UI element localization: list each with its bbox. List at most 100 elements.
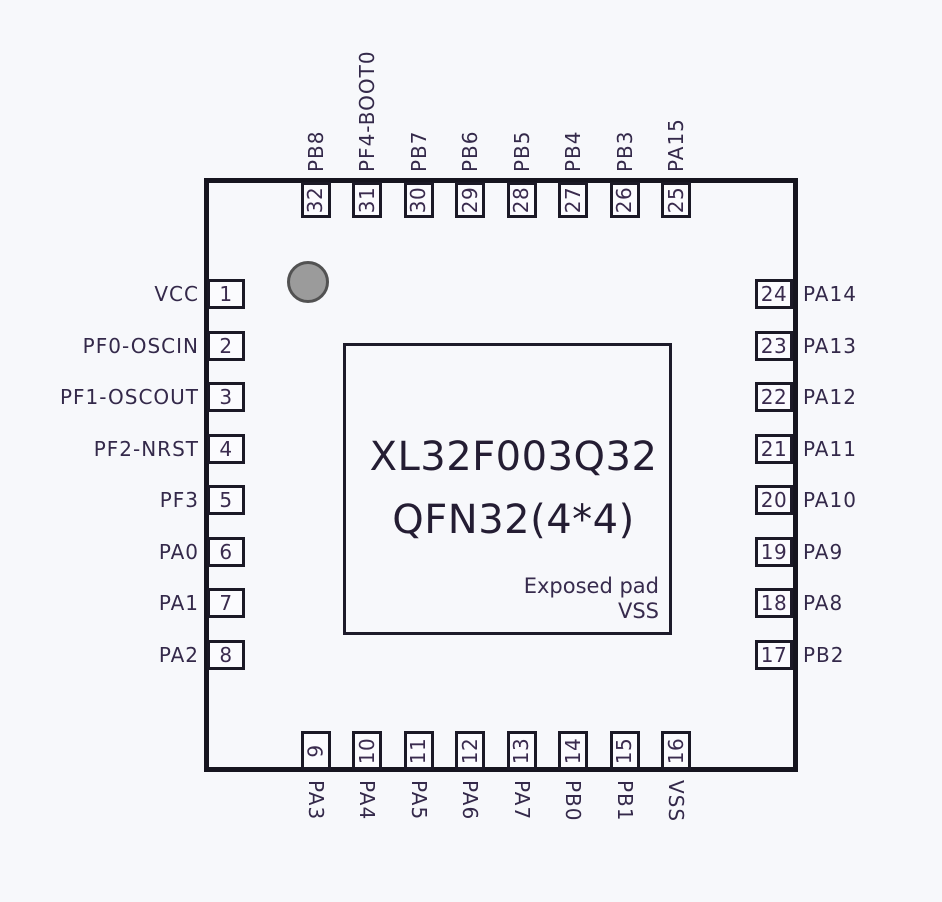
pin-5-label: PF3 xyxy=(159,488,199,512)
pin-14-number: 14 xyxy=(561,737,586,764)
part-number-text: XL32F003Q32 xyxy=(369,434,658,480)
pin1-marker-dot xyxy=(287,261,329,303)
pin-5-box: 5 xyxy=(207,485,245,515)
pin-32-box: 32 xyxy=(300,182,331,218)
pin-14-box: 14 xyxy=(558,731,588,770)
pin-7-number: 7 xyxy=(219,591,233,615)
pin-13-box: 13 xyxy=(506,731,537,770)
pin-8-number: 8 xyxy=(219,642,233,667)
pin-7-box: 7 xyxy=(207,588,245,618)
pin-24-number: 24 xyxy=(760,282,788,306)
pin-10-label: PA4 xyxy=(355,780,379,821)
exposed-pad-note: Exposed pad VSS xyxy=(524,574,659,624)
pin-23-box: 23 xyxy=(755,330,793,361)
pin-9-number: 9 xyxy=(303,743,328,758)
pin-28-box: 28 xyxy=(506,182,537,218)
pin-19-label: PA9 xyxy=(803,539,844,564)
pin-3-number: 3 xyxy=(219,385,233,409)
pin-21-label: PA11 xyxy=(803,436,857,461)
chip-package-outline xyxy=(204,178,798,772)
pin-1-number: 1 xyxy=(219,282,233,306)
pin-12-box: 12 xyxy=(455,731,485,770)
pin-29-box: 29 xyxy=(455,182,485,218)
pin-11-box: 11 xyxy=(403,731,434,770)
pin-21-number: 21 xyxy=(760,436,788,461)
pin-13-label: PA7 xyxy=(509,780,534,821)
pin-29-number: 29 xyxy=(458,186,483,214)
die-inner-outline: XL32F003Q32 QFN32(4*4) Exposed pad VSS xyxy=(343,343,672,635)
pin-3-box: 3 xyxy=(207,382,245,412)
pin-28-number: 28 xyxy=(509,186,534,214)
pin-12-number: 12 xyxy=(458,737,483,764)
pin-21-box: 21 xyxy=(755,433,793,464)
pin-19-box: 19 xyxy=(755,536,793,567)
pin-27-box: 27 xyxy=(558,182,588,218)
pin-6-box: 6 xyxy=(207,536,245,567)
pin-31-number: 31 xyxy=(355,186,380,214)
pin-20-number: 20 xyxy=(760,488,788,512)
pin-8-label: PA2 xyxy=(158,642,199,667)
pin-14-label: PB0 xyxy=(561,780,585,822)
pin-20-box: 20 xyxy=(755,485,793,515)
pin-16-number: 16 xyxy=(664,737,689,764)
pin-9-box: 9 xyxy=(300,731,331,770)
pin-31-label: PF4-BOOT0 xyxy=(355,50,379,172)
pin-6-label: PA0 xyxy=(158,539,199,564)
pin-25-box: 25 xyxy=(661,182,691,218)
pin-17-number: 17 xyxy=(760,642,788,667)
pin-23-label: PA13 xyxy=(803,333,857,358)
pin-32-label: PB8 xyxy=(303,130,328,172)
exposed-pad-label: Exposed pad xyxy=(523,574,659,598)
pin-27-number: 27 xyxy=(561,186,586,214)
pin-15-label: PB1 xyxy=(612,780,637,822)
pin-5-number: 5 xyxy=(219,488,233,512)
pin-11-label: PA5 xyxy=(406,780,431,821)
pin-30-box: 30 xyxy=(403,182,434,218)
pin-10-number: 10 xyxy=(355,737,380,764)
pin-18-label: PA8 xyxy=(803,591,844,615)
pin-6-number: 6 xyxy=(219,539,233,564)
pin-16-label: VSS xyxy=(664,780,688,823)
pin-17-box: 17 xyxy=(755,639,793,670)
pin-26-number: 26 xyxy=(612,186,637,214)
pin-32-number: 32 xyxy=(303,186,328,214)
pin-22-number: 22 xyxy=(760,385,788,409)
pin-27-label: PB4 xyxy=(561,130,585,172)
pin-13-number: 13 xyxy=(509,737,534,764)
exposed-pad-net: VSS xyxy=(617,599,659,623)
pin-20-label: PA10 xyxy=(803,488,857,512)
pin-2-box: 2 xyxy=(207,330,245,361)
pin-22-box: 22 xyxy=(755,382,793,412)
pin-4-label: PF2-NRST xyxy=(93,436,199,461)
pin-4-number: 4 xyxy=(219,436,233,461)
pin-30-label: PB7 xyxy=(406,130,431,172)
pin-18-number: 18 xyxy=(760,591,788,615)
pin-24-box: 24 xyxy=(755,279,793,309)
pin-8-box: 8 xyxy=(207,639,245,670)
pin-2-label: PF0-OSCIN xyxy=(82,333,199,358)
pin-4-box: 4 xyxy=(207,433,245,464)
pin-25-number: 25 xyxy=(664,186,689,214)
pin-15-box: 15 xyxy=(609,731,640,770)
pin-1-label: VCC xyxy=(154,282,199,306)
pin-1-box: 1 xyxy=(207,279,245,309)
pin-23-number: 23 xyxy=(760,333,788,358)
package-name-text: QFN32(4*4) xyxy=(392,497,635,543)
pin-18-box: 18 xyxy=(755,588,793,618)
pin-22-label: PA12 xyxy=(803,385,857,409)
pin-31-box: 31 xyxy=(352,182,382,218)
pin-15-number: 15 xyxy=(612,737,637,764)
pin-29-label: PB6 xyxy=(458,130,482,172)
pin-9-label: PA3 xyxy=(303,780,328,821)
pin-3-label: PF1-OSCOUT xyxy=(59,385,199,409)
pin-24-label: PA14 xyxy=(803,282,857,306)
pin-19-number: 19 xyxy=(760,539,788,564)
pin-10-box: 10 xyxy=(352,731,382,770)
pin-11-number: 11 xyxy=(406,737,431,764)
pin-26-label: PB3 xyxy=(612,130,637,172)
pin-7-label: PA1 xyxy=(158,591,199,615)
pin-26-box: 26 xyxy=(609,182,640,218)
pin-25-label: PA15 xyxy=(664,118,688,172)
pin-16-box: 16 xyxy=(661,731,691,770)
pin-30-number: 30 xyxy=(406,186,431,214)
